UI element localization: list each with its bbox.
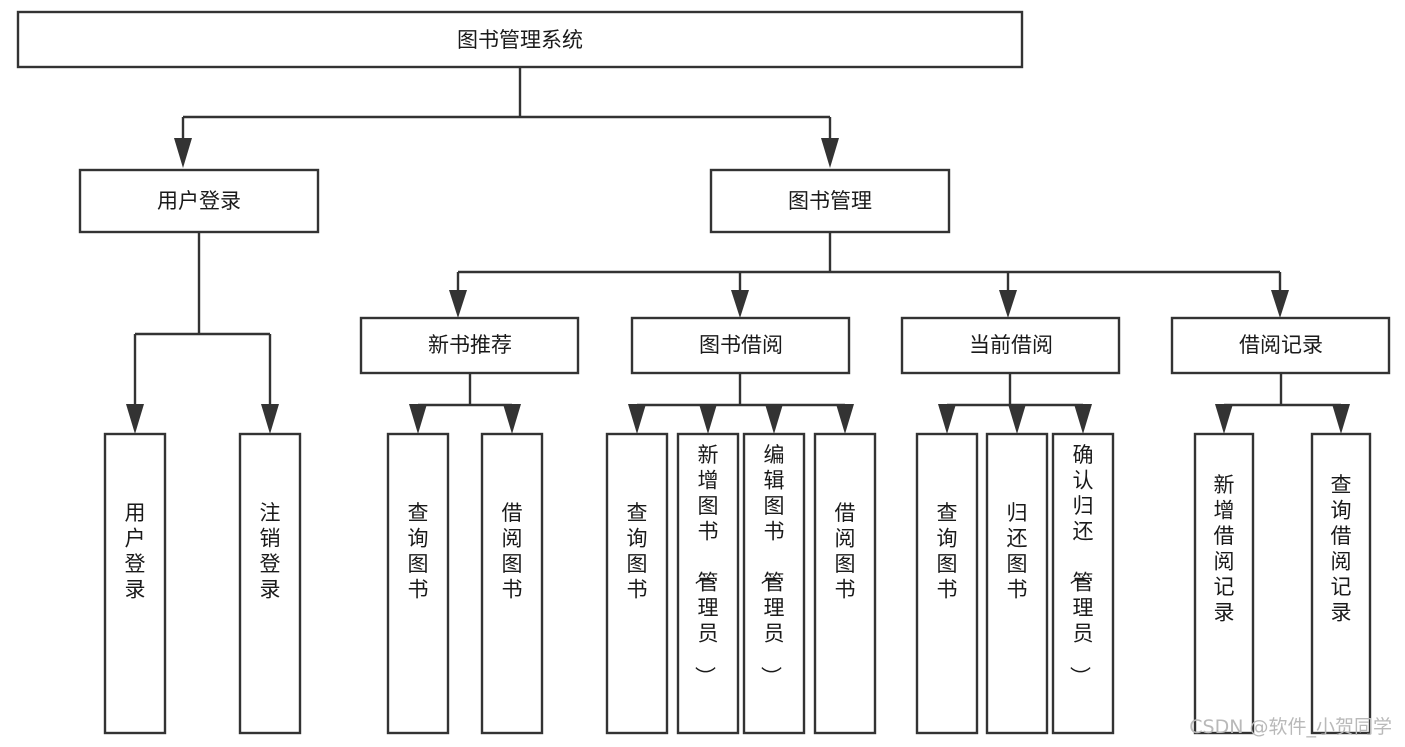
arrow-icon-new-book-recommend [449,290,467,318]
arrow-icon-leaf-borrow-book-1 [503,404,521,434]
arrow-icon-book-borrow [731,290,749,318]
node-leaf-edit-book-label: 编辑图书（管理员） [759,443,785,687]
node-leaf-query-book-1-box[interactable] [386,432,450,735]
node-leaf-borrow-book-2-label: 借阅图书 [835,501,856,602]
node-leaf-user-logout[interactable]: 注销登录 [238,432,302,735]
node-borrow-record[interactable]: 借阅记录 [1170,316,1391,375]
node-leaf-borrow-book-1-label: 借阅图书 [502,501,523,602]
node-leaf-query-book-2-box[interactable] [605,432,669,735]
arrow-icon-current-borrow [999,290,1017,318]
node-leaf-add-record-label: 新增借阅记录 [1214,473,1235,625]
node-leaf-user-login-label: 用户登录 [125,501,146,602]
node-book-borrow-label: 图书借阅 [699,333,783,357]
arrow-icon-leaf-add-book [699,404,717,434]
node-new-book-recommend-box[interactable] [359,316,580,375]
node-leaf-query-record[interactable]: 查询借阅记录 [1310,432,1372,735]
node-leaf-add-record-box[interactable] [1193,432,1255,735]
node-book-manage-label: 图书管理 [788,189,872,213]
node-book-manage[interactable]: 图书管理 [709,168,951,234]
node-leaf-return-book-box[interactable] [985,432,1049,735]
node-leaf-query-record-label: 查询借阅记录 [1331,473,1352,625]
arrow-icon-leaf-query-book-2 [628,404,646,434]
watermark-label: CSDN @软件_小贺同学 [1189,716,1392,738]
node-leaf-confirm-return-box[interactable] [1051,432,1115,735]
connector-layer [126,67,1350,434]
node-leaf-query-book-3-label: 查询图书 [937,501,958,602]
node-new-book-recommend-label: 新书推荐 [428,333,512,357]
node-leaf-borrow-book-2[interactable]: 借阅图书 [813,432,877,735]
node-leaf-return-book[interactable]: 归还图书 [985,432,1049,735]
node-leaf-user-login-box[interactable] [103,432,167,735]
node-leaf-query-book-1[interactable]: 查询图书 [386,432,450,735]
node-leaf-query-book-2-label: 查询图书 [627,501,648,602]
node-leaf-borrow-book-2-box[interactable] [813,432,877,735]
arrow-icon-leaf-user-logout [261,404,279,434]
node-leaf-user-login[interactable]: 用户登录 [103,432,167,735]
node-leaf-user-logout-label: 注销登录 [260,501,281,602]
node-leaf-user-logout-box[interactable] [238,432,302,735]
node-book-borrow-box[interactable] [630,316,851,375]
node-leaf-confirm-return-label: 确认归还（管理员） [1068,443,1094,687]
node-leaf-query-book-1-label: 查询图书 [408,501,429,602]
node-leaf-edit-book-box[interactable] [742,432,806,735]
node-leaf-query-book-3[interactable]: 查询图书 [915,432,979,735]
node-leaf-add-book-label: 新增图书（管理员） [693,443,719,687]
node-leaf-borrow-book-1[interactable]: 借阅图书 [480,432,544,735]
node-leaf-confirm-return[interactable]: 确认归还（管理员） [1051,432,1115,735]
node-borrow-record-box[interactable] [1170,316,1391,375]
node-leaf-add-book[interactable]: 新增图书（管理员） [676,432,740,735]
node-leaf-query-book-3-box[interactable] [915,432,979,735]
node-leaf-return-book-label: 归还图书 [1007,501,1028,602]
node-user-login[interactable]: 用户登录 [78,168,320,234]
node-leaf-borrow-book-1-box[interactable] [480,432,544,735]
node-book-manage-box[interactable] [709,168,951,234]
node-leaf-add-record[interactable]: 新增借阅记录 [1193,432,1255,735]
node-leaf-query-record-box[interactable] [1310,432,1372,735]
arrow-icon-leaf-borrow-book-2 [836,404,854,434]
node-leaf-add-book-box[interactable] [676,432,740,735]
node-leaf-edit-book[interactable]: 编辑图书（管理员） [742,432,806,735]
node-user-login-label: 用户登录 [157,189,241,213]
node-root-label: 图书管理系统 [457,28,583,52]
node-new-book-recommend[interactable]: 新书推荐 [359,316,580,375]
node-root[interactable]: 图书管理系统 [16,10,1024,69]
arrow-icon-leaf-add-record [1215,404,1233,434]
arrow-icon-leaf-user-login [126,404,144,434]
arrow-icon-leaf-return-book [1008,404,1026,434]
node-book-borrow[interactable]: 图书借阅 [630,316,851,375]
arrow-icon-book-manage [821,138,839,168]
node-current-borrow-label: 当前借阅 [969,333,1053,357]
arrow-icon-leaf-query-record [1332,404,1350,434]
node-root-box[interactable] [16,10,1024,69]
node-user-login-box[interactable] [78,168,320,234]
arrow-icon-leaf-edit-book [765,404,783,434]
arrow-icon-borrow-record [1271,290,1289,318]
arrow-icon-user-login [174,138,192,168]
node-borrow-record-label: 借阅记录 [1239,333,1323,357]
node-current-borrow[interactable]: 当前借阅 [900,316,1121,375]
arrow-icon-leaf-query-book-3 [938,404,956,434]
arrow-icon-leaf-query-book-1 [409,404,427,434]
node-leaf-query-book-2[interactable]: 查询图书 [605,432,669,735]
node-current-borrow-box[interactable] [900,316,1121,375]
arrow-icon-leaf-confirm-return [1074,404,1092,434]
